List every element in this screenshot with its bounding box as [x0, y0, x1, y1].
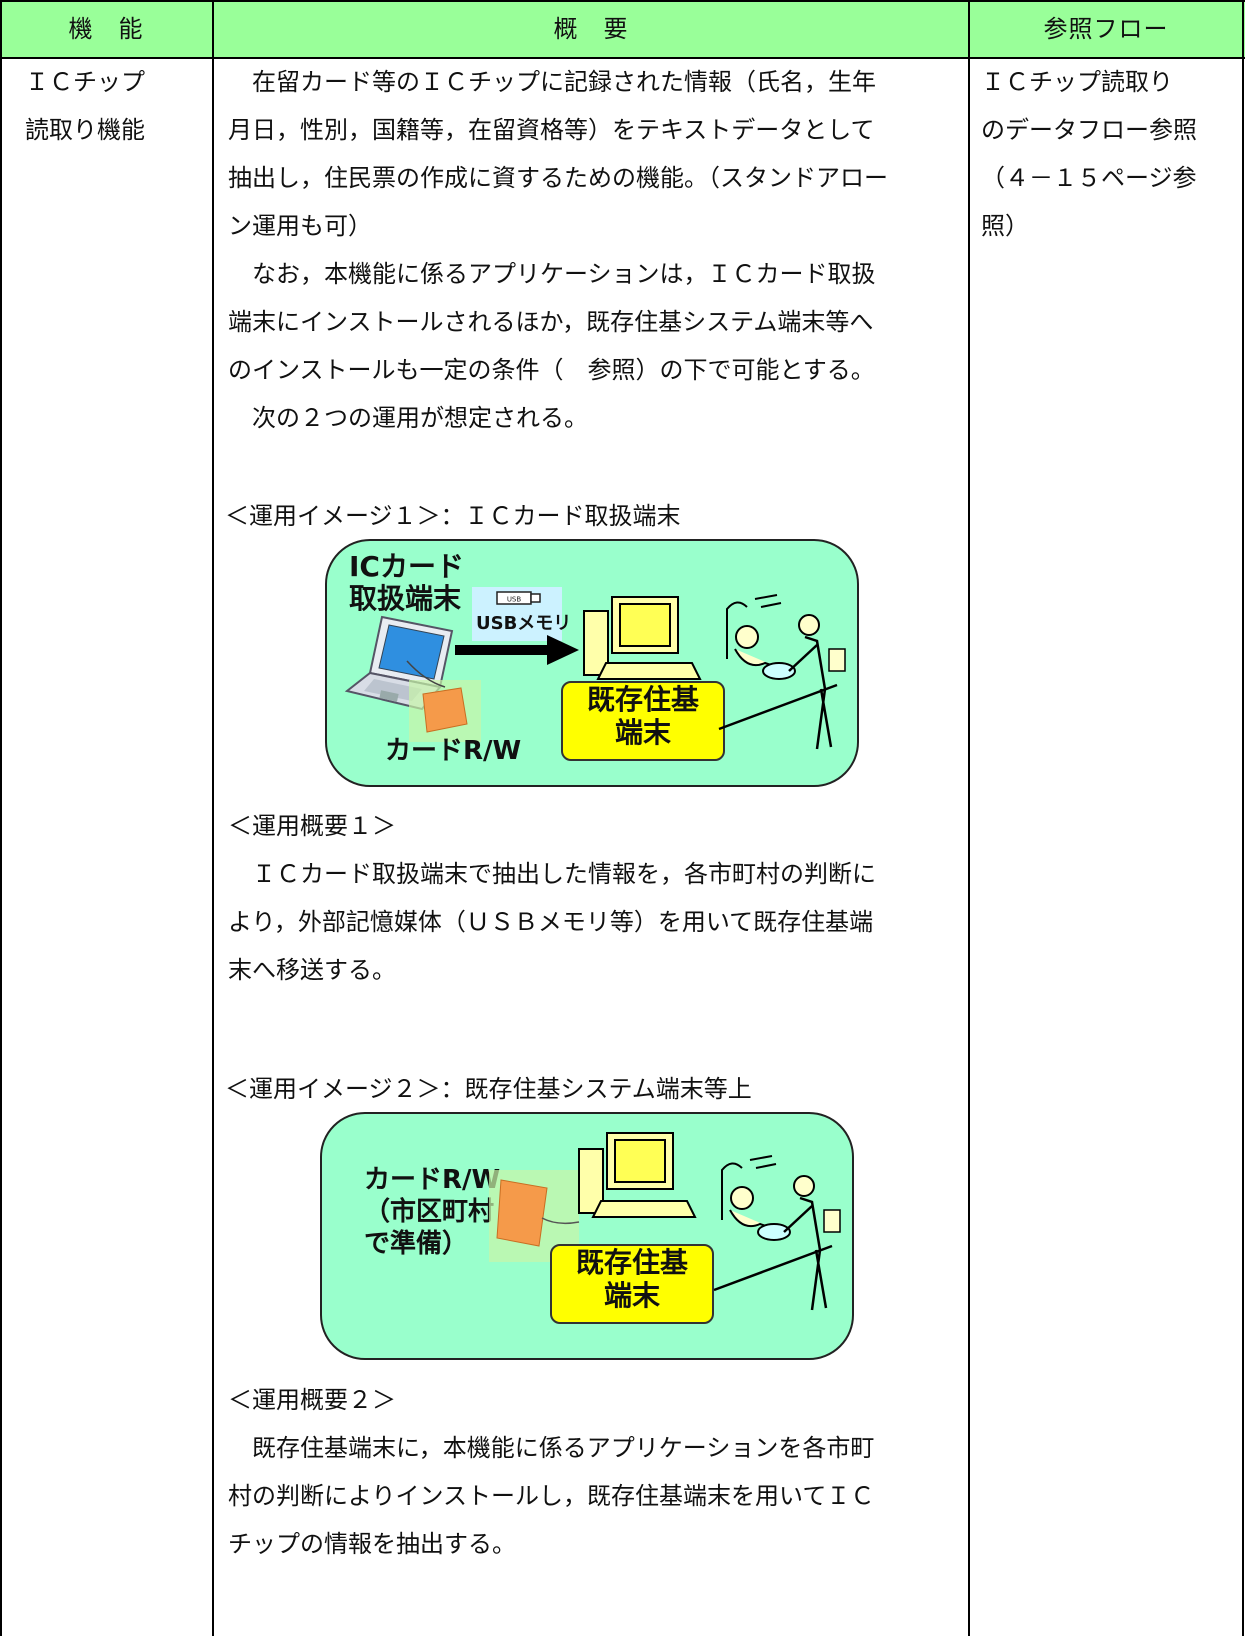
overview-cell: 在留カード等のＩＣチップに記録された情報（氏名，生年 月日，性別，国籍等，在留資… [228, 58, 968, 442]
usb-stick-icon: USB [496, 591, 541, 605]
flow-line: のデータフロー参照 [981, 116, 1197, 144]
para2-line: なお，本機能に係るアプリケーションは，ＩＣカード取扱 [228, 260, 876, 288]
summary2-line: チップの情報を抽出する。 [228, 1530, 516, 1558]
table-border-right [1242, 0, 1244, 1636]
operation-image-1: ICカード 取扱端末 カードR/W USB USBメモリ [325, 539, 859, 787]
ic-card-terminal-label: ICカード 取扱端末 [349, 550, 464, 615]
card-reader-icon [409, 680, 481, 742]
column-divider-2 [968, 0, 970, 1636]
para3-line: 次の２つの運用が想定される。 [228, 404, 588, 432]
svg-text:USB: USB [507, 596, 522, 604]
header-reference-flow: 参照フロー [1043, 15, 1169, 43]
flow-line: ＩＣチップ読取り [981, 68, 1173, 96]
reference-flow-cell: ＩＣチップ読取り のデータフロー参照 （４－１５ページ参 照） [981, 58, 1231, 250]
header-overview: 概 要 [553, 15, 629, 43]
para2-line: 端末にインストールされるほか，既存住基システム端末等へ [228, 308, 874, 336]
header-function: 機 能 [68, 15, 144, 43]
juki-terminal-box: 既存住基 端末 [550, 1244, 714, 1324]
function-name-cell: ＩＣチップ 読取り機能 [25, 58, 210, 154]
flow-line: 照） [981, 212, 1029, 240]
summary2-line: 既存住基端末に，本機能に係るアプリケーションを各市町 [228, 1434, 875, 1462]
function-name-line: 読取り機能 [25, 116, 145, 144]
para1-line: 在留カード等のＩＣチップに記録された情報（氏名，生年 [228, 68, 876, 96]
header-row [0, 1, 1245, 57]
summary1-caption: ＜運用概要１＞ [228, 812, 396, 840]
summary2-block: ＜運用概要２＞ 既存住基端末に，本機能に係るアプリケーションを各市町 村の判断に… [228, 1376, 968, 1568]
card-reader-label: カードR/W [385, 736, 522, 766]
table-border-left [0, 0, 2, 1636]
image1-caption: ＜運用イメージ１＞：ＩＣカード取扱端末 [225, 502, 681, 530]
function-name-line: ＩＣチップ [25, 68, 145, 96]
computer-icon [583, 596, 702, 680]
card-reader-city-label: カードR/W （市区町村 で準備） [364, 1165, 501, 1259]
summary1-line: ＩＣカード取扱端末で抽出した情報を，各市町村の判断に [228, 860, 876, 888]
computer-icon [578, 1132, 697, 1218]
table-border-top [0, 0, 1245, 2]
counter-service-icon [718, 594, 846, 750]
summary2-caption: ＜運用概要２＞ [228, 1386, 396, 1414]
cable-line [406, 660, 446, 688]
juki-terminal-box: 既存住基 端末 [561, 681, 725, 761]
column-divider-1 [212, 0, 214, 1636]
operation-image-2: カードR/W （市区町村 で準備） 既存住基 端末 [320, 1112, 854, 1360]
para2-line: のインストールも一定の条件（ 参照）の下で可能とする。 [228, 356, 875, 384]
para1-line: 抽出し，住民票の作成に資するための機能。（スタンドアロー [228, 164, 888, 192]
arrow-right-icon [455, 635, 579, 665]
header-bottom-rule [0, 57, 1245, 59]
para1-line: ン運用も可） [228, 212, 372, 240]
counter-service-icon [713, 1155, 841, 1311]
usb-memory-box: USB USBメモリ [472, 587, 571, 641]
summary1-block: ＜運用概要１＞ ＩＣカード取扱端末で抽出した情報を，各市町村の判断に より，外部… [228, 802, 968, 994]
summary2-line: 村の判断によりインストールし，既存住基端末を用いてＩＣ [228, 1482, 875, 1510]
para1-line: 月日，性別，国籍等，在留資格等）をテキストデータとして [228, 116, 875, 144]
image2-caption: ＜運用イメージ２＞：既存住基システム端末等上 [225, 1075, 752, 1103]
flow-line: （４－１５ページ参 [981, 164, 1197, 192]
summary1-line: より，外部記憶媒体（ＵＳＢメモリ等）を用いて既存住基端 [228, 908, 874, 936]
summary1-line: 末へ移送する。 [228, 956, 396, 984]
usb-memory-label: USBメモリ [476, 613, 572, 634]
